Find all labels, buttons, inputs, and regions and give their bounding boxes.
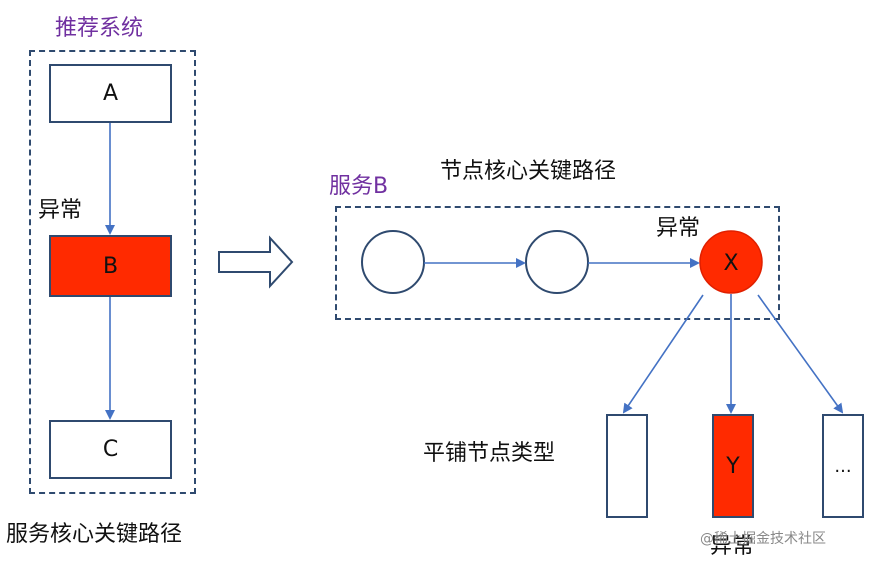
left-caption: 服务核心关键路径 (6, 522, 183, 547)
node-b: B (49, 235, 172, 297)
bottom-error-label: 异常 (710, 534, 755, 559)
node-c: C (49, 420, 172, 479)
node-y: Y (712, 414, 754, 518)
node-x-label: X (723, 251, 738, 276)
left-error-label: 异常 (38, 198, 83, 223)
tile-node-more: ... (822, 414, 864, 518)
arrow-x-to-left-tile (622, 294, 704, 414)
service-b-boundary (335, 206, 780, 320)
watermark: @稀土掘金技术社区 (700, 531, 826, 547)
service-b-title: 服务B (329, 174, 389, 199)
key-path-header: 节点核心关键路径 (440, 159, 617, 184)
left-system-boundary (29, 50, 196, 494)
arrow-x-to-more (757, 294, 844, 414)
right-error-label: 异常 (656, 216, 701, 241)
tile-node-left (606, 414, 648, 518)
path-node-2 (525, 230, 589, 294)
node-a: A (49, 64, 172, 123)
path-node-1 (361, 230, 425, 294)
tile-type-label: 平铺节点类型 (423, 441, 556, 466)
node-x (699, 230, 763, 294)
left-system-title: 推荐系统 (55, 16, 144, 41)
transition-arrow (218, 235, 294, 289)
